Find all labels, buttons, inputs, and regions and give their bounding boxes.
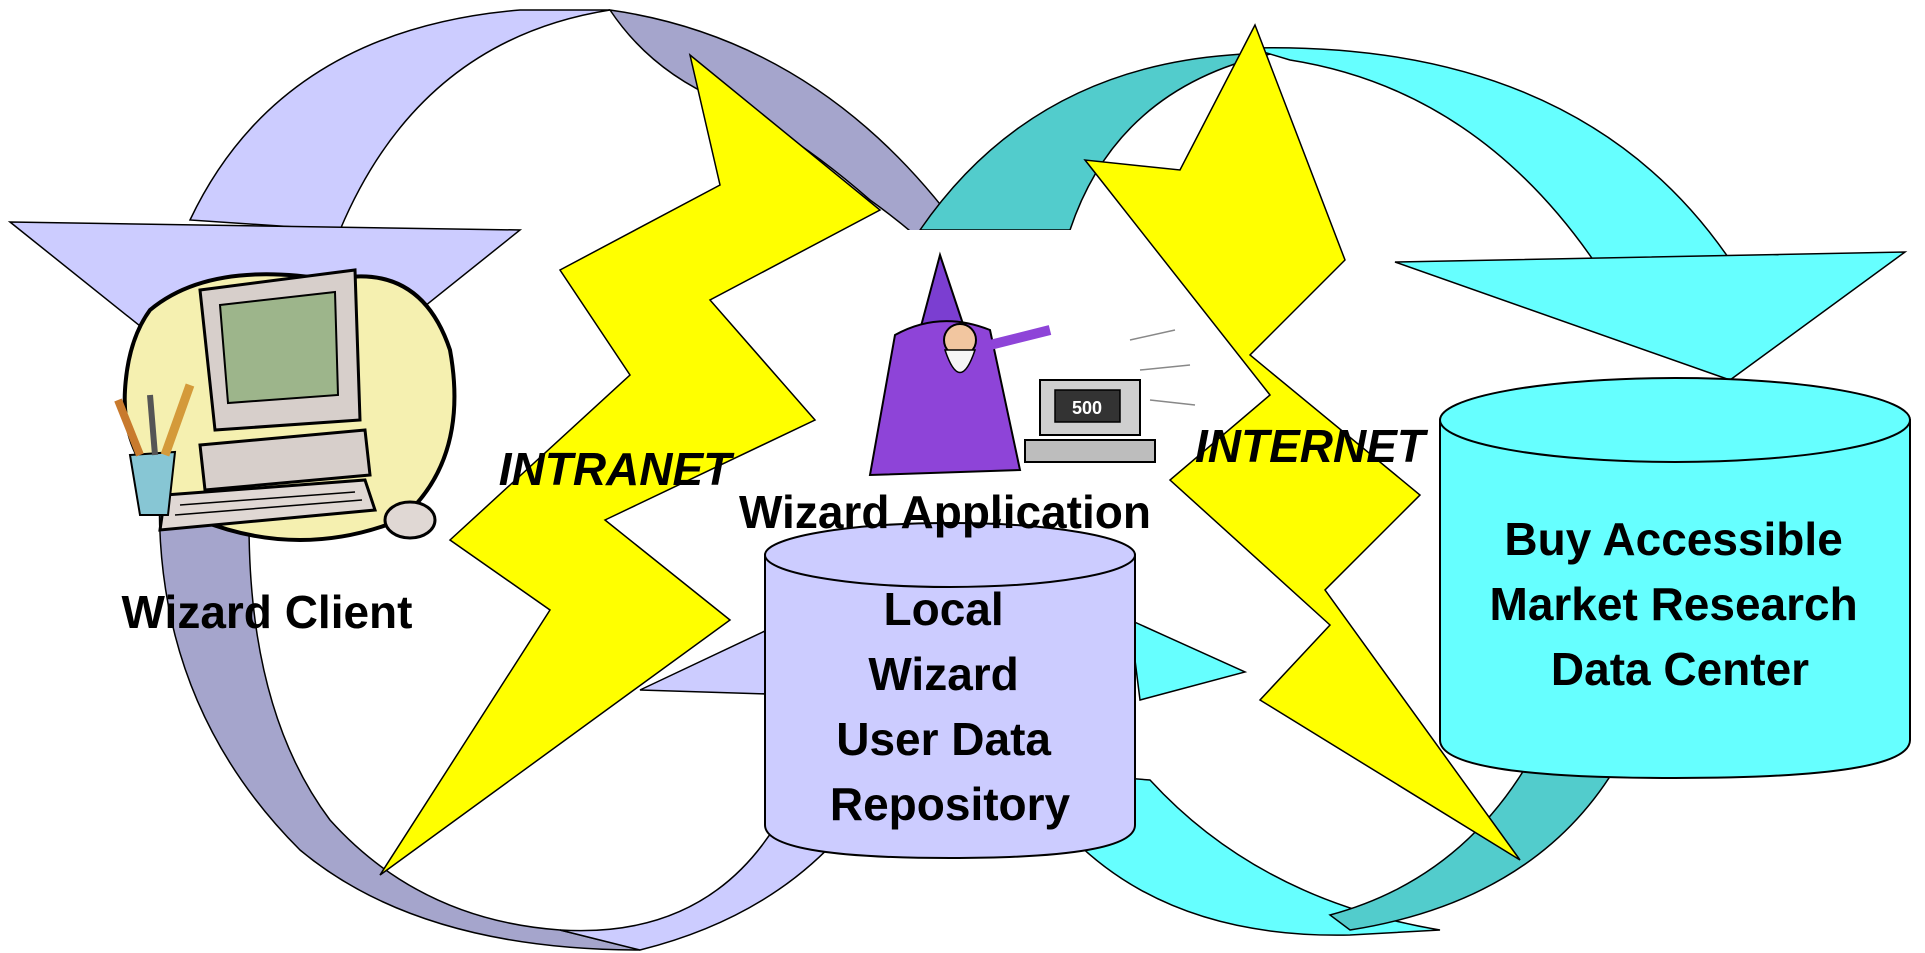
intranet-lightning-icon	[379, 53, 882, 876]
data-center-line-2: Market Research	[1490, 578, 1858, 630]
intranet-label: INTRANET	[499, 443, 735, 495]
local-repository-cylinder	[764, 522, 1136, 860]
local-repository-line-4: Repository	[830, 778, 1071, 830]
local-repository-line-1: Local	[884, 583, 1004, 635]
local-repository-label: Local Wizard User Data Repository	[830, 583, 1071, 830]
data-center-line-1: Buy Accessible	[1504, 513, 1842, 565]
internet-lightning-icon	[1083, 23, 1521, 861]
computer-clipart-icon	[114, 268, 457, 542]
data-center-line-3: Data Center	[1551, 643, 1809, 695]
local-repository-line-2: Wizard	[868, 648, 1018, 700]
local-repository-line-3: User Data	[836, 713, 1051, 765]
wizard-client-label: Wizard Client	[122, 586, 413, 638]
wizard-application-label: Wizard Application	[739, 486, 1151, 538]
internet-label: INTERNET	[1195, 420, 1429, 472]
svg-text:500: 500	[1072, 398, 1102, 418]
wizard-clipart-icon: 500	[868, 251, 1196, 477]
data-center-label: Buy Accessible Market Research Data Cent…	[1490, 513, 1871, 695]
data-center-cylinder	[1439, 377, 1911, 780]
